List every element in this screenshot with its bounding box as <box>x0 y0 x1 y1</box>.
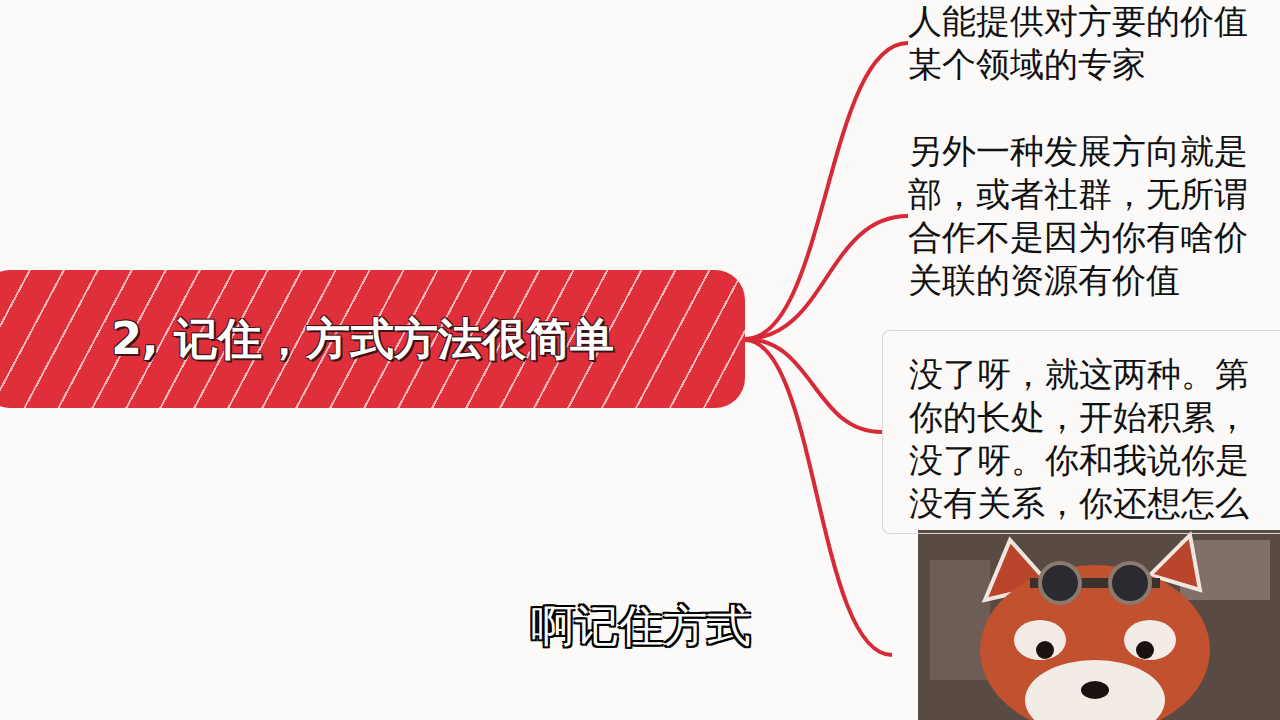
branch-text: 另外一种发展方向就是 部，或者社群，无所谓 合作不是因为你有啥价 关联的资源有价… <box>908 130 1268 302</box>
branch-box: 没了呀，就这两种。第 你的长处，开始积累， 没了呀。你和我说你是 没有关系，你还… <box>882 330 1280 534</box>
branch-text: 人能提供对方要的价值 某个领域的专家 <box>908 0 1268 86</box>
branch-note: 没了呀，就这两种。第 你的长处，开始积累， 没了呀。你和我说你是 没有关系，你还… <box>909 353 1259 525</box>
topic-text: 2, 记住，方式方法很简单 <box>111 310 614 369</box>
red-panda-avatar <box>918 530 1280 720</box>
branch-curve <box>745 216 908 339</box>
central-topic: 2, 记住，方式方法很简单 <box>0 270 745 408</box>
subtitle: 啊记住方式 <box>531 597 751 656</box>
branch-note: 另外一种发展方向就是 部，或者社群，无所谓 合作不是因为你有啥价 关联的资源有价… <box>908 130 1258 302</box>
branch-curve <box>745 43 908 339</box>
branch-curve <box>745 339 882 432</box>
branch-note: 人能提供对方要的价值 某个领域的专家 <box>908 0 1258 86</box>
hidden-branch <box>745 340 892 655</box>
